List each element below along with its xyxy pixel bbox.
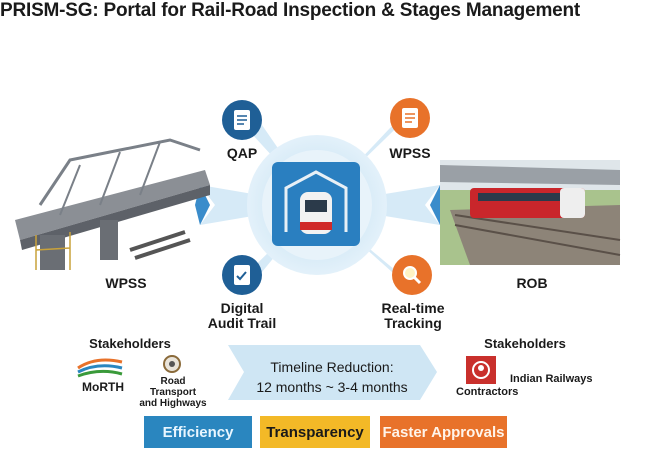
morth-logo-text: MoRTH	[82, 380, 124, 394]
morth-logo-icon	[77, 358, 123, 378]
contractors-logo-icon	[466, 356, 496, 384]
efficiency-badge: Efficiency	[144, 416, 252, 448]
magnifier-icon	[392, 255, 432, 295]
timeline-text: Timeline Reduction:12 months ~ 3-4 month…	[256, 359, 408, 395]
transparency-badge: Transparency	[260, 416, 370, 448]
wpss-image-label: WPSS	[105, 275, 147, 291]
qap-label: QAP	[226, 145, 258, 161]
checklist-icon	[222, 100, 262, 140]
contractors-label: Contractors	[456, 386, 519, 398]
document-icon	[390, 98, 430, 138]
indian-railways-label: Indian Railways	[510, 373, 593, 385]
rob-image-label: ROB	[516, 275, 548, 291]
audit-trail-icon	[222, 255, 262, 295]
stakeholders-right-heading: Stakeholders	[484, 336, 566, 351]
timeline-banner	[228, 345, 437, 400]
wpss-top-label: WPSS	[389, 145, 431, 161]
stakeholders-left-heading: Stakeholders	[89, 336, 171, 351]
wpss-bridge-image	[15, 138, 210, 270]
rob-image	[440, 160, 621, 265]
emblem-icon	[163, 355, 181, 373]
faster-approvals-badge: Faster Approvals	[380, 416, 507, 448]
page-title: PRISM-SG: Portal for Rail-Road Inspectio…	[0, 0, 581, 21]
